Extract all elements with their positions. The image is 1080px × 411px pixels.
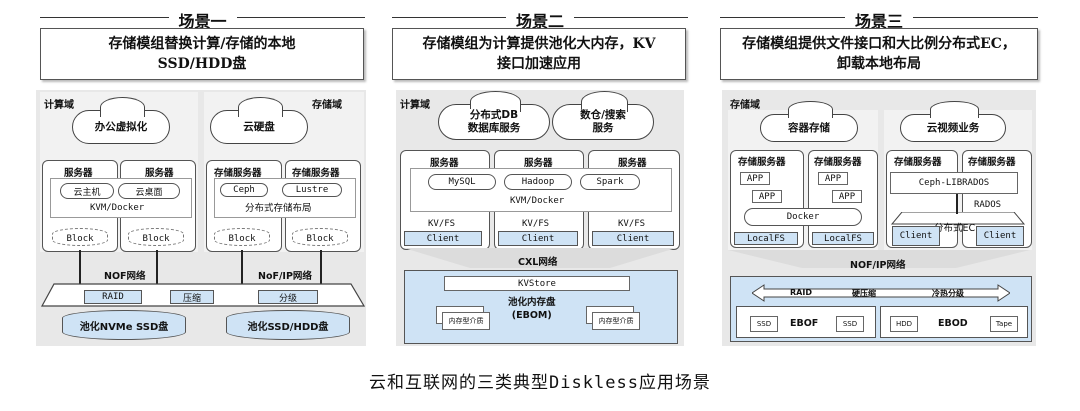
s3-ec-arrow (956, 194, 958, 214)
s3-client-1: Client (892, 226, 940, 246)
s3-app-3: APP (818, 172, 848, 185)
s1-arrow-2 (156, 250, 158, 288)
s2-kvstore: KVStore (444, 276, 630, 291)
s1-pool-ssd: 池化SSD/HDD盘 (226, 310, 350, 340)
scene3-header: 场景三 (720, 8, 1038, 32)
s2-kvfs-2: KV/FS (522, 219, 550, 229)
s1-nof-network: NOF网络 (104, 271, 146, 282)
s1-arrow-1 (79, 250, 81, 288)
s3-dist-ec: 分布式EC (934, 223, 976, 234)
s3-raid: RAID (790, 288, 812, 297)
s3-app-4: APP (832, 190, 862, 203)
s1-ceph: Ceph (220, 183, 268, 197)
s2-kvfs-3: KV/FS (618, 219, 646, 229)
s3-tape: Tape (990, 316, 1018, 332)
s2-cxl-network: CXL网络 (518, 257, 558, 268)
s1-nof-ip-network: NoF/IP网络 (258, 271, 312, 282)
s3-nof-ip-network: NOF/IP网络 (850, 260, 906, 271)
s2-compute-domain-label: 计算域 (400, 100, 430, 111)
s3-bidirectional-arrow (752, 284, 1010, 302)
scene2-description: 存储模组为计算提供池化大内存，KV 接口加速应用 (392, 28, 686, 80)
s3-storage-server-1-title: 存储服务器 (738, 157, 786, 168)
s1-kvm-label: KVM/Docker (90, 203, 145, 213)
s3-storage-server-2-title: 存储服务器 (814, 157, 862, 168)
figure-caption: 云和互联网的三类典型Diskless应用场景 (369, 373, 711, 393)
scene1-header: 场景一 (40, 8, 365, 32)
s3-ssd-2: SSD (836, 316, 864, 332)
s2-kvm-label: KVM/Docker (510, 196, 565, 206)
s1-server-2-title: 服务器 (145, 168, 174, 179)
s3-cloud-video-service: 云视频业务 (900, 101, 1006, 142)
s1-block-4: Block (292, 228, 348, 246)
s2-client-3: Client (592, 231, 674, 246)
s3-cloud-container-storage: 容器存储 (760, 101, 858, 142)
s3-storage-server-4-title: 存储服务器 (968, 157, 1016, 168)
s3-ebod: EBOD (938, 318, 968, 329)
s1-tier: 分级 (258, 290, 318, 304)
s1-arrow-4 (320, 250, 322, 288)
s3-rados: RADOS (974, 200, 1002, 210)
s1-cloud-cloud-disk: 云硬盘 (210, 97, 308, 144)
s1-cloud-host: 云主机 (60, 183, 114, 199)
s2-server-2-title: 服务器 (524, 158, 553, 169)
s2-mem-media-1: 内存型介质 (442, 312, 490, 330)
s1-storage-server-2-title: 存储服务器 (292, 168, 340, 179)
s1-storage-server-1-title: 存储服务器 (214, 168, 262, 179)
s1-lustre: Lustre (282, 183, 342, 197)
s2-cloud-warehouse-search: 数仓/搜索 服务 (552, 91, 654, 140)
s2-cxl-funnel (404, 248, 676, 268)
s1-dist-layout: 分布式存储布局 (245, 203, 312, 214)
s2-server-3-title: 服务器 (618, 158, 647, 169)
s3-hdd: HDD (890, 316, 918, 332)
s1-compress: 压缩 (170, 290, 214, 304)
s2-server-1-title: 服务器 (430, 158, 459, 169)
s3-compress: 硬压缩 (852, 289, 876, 298)
s1-block-2: Block (128, 228, 184, 246)
scene2-header: 场景二 (392, 8, 688, 32)
s2-client-2: Client (498, 231, 578, 246)
s1-arrow-3 (241, 250, 243, 288)
s3-client-2: Client (976, 226, 1024, 246)
s1-cloud-office-virtualization: 办公虚拟化 (72, 97, 170, 144)
s1-pool-nvme: 池化NVMe SSD盘 (62, 310, 186, 340)
s3-cold-tier: 冷热分级 (932, 289, 964, 298)
s3-ceph-librados: Ceph-LIBRADOS (890, 172, 1018, 194)
s3-app-2: APP (752, 190, 782, 203)
s1-storage-domain-label: 存储域 (312, 100, 342, 111)
scene1-description: 存储模组替换计算/存储的本地 SSD/HDD盘 (40, 28, 364, 80)
s3-localfs-2: LocalFS (812, 232, 874, 245)
s1-cloud-desktop: 云桌面 (118, 183, 180, 199)
s3-ebof: EBOF (790, 318, 819, 329)
s1-server-1-title: 服务器 (64, 168, 93, 179)
s1-block-3: Block (214, 228, 270, 246)
s3-storage-domain-label: 存储域 (730, 100, 760, 111)
s3-nof-funnel (728, 250, 1030, 268)
s3-docker: Docker (744, 208, 862, 226)
s3-localfs-1: LocalFS (734, 232, 798, 245)
s2-pool-memory: 池化内存盘 (EBOM) (508, 297, 556, 321)
s3-ssd-1: SSD (750, 316, 778, 332)
scene3-description: 存储模组提供文件接口和大比例分布式EC， 卸载本地布局 (720, 28, 1038, 80)
s2-mem-media-2: 内存型介质 (592, 312, 640, 330)
s2-spark: Spark (580, 174, 640, 190)
s2-kvfs-1: KV/FS (428, 219, 456, 229)
s1-compute-domain-label: 计算域 (44, 100, 74, 111)
s1-raid: RAID (84, 290, 142, 304)
s2-client-1: Client (404, 231, 482, 246)
s2-hadoop: Hadoop (504, 174, 572, 190)
s2-cloud-distributed-db: 分布式DB 数据库服务 (438, 91, 550, 140)
s2-mysql: MySQL (428, 174, 496, 190)
s3-app-1: APP (740, 172, 770, 185)
s3-storage-server-3-title: 存储服务器 (894, 157, 942, 168)
s1-block-1: Block (52, 228, 108, 246)
s3-ec-plate (890, 212, 1026, 225)
